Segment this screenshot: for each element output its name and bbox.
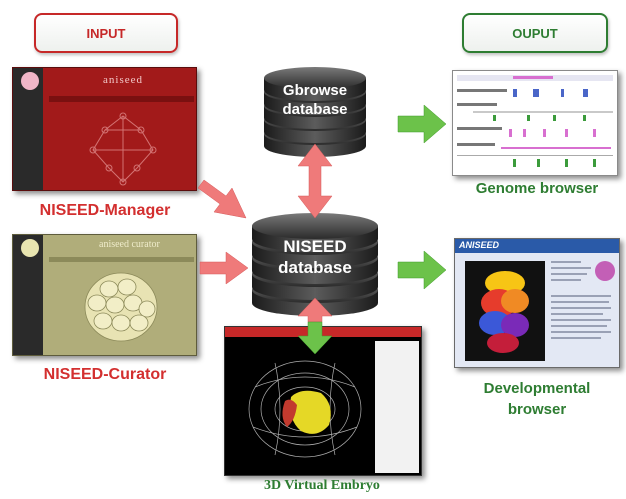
gbrowse-label-2: database xyxy=(282,101,347,118)
embryo-logo-icon xyxy=(21,239,39,257)
input-header: INPUT xyxy=(34,13,178,53)
developmental-browser-caption: Developmental browser xyxy=(483,380,591,418)
gbrowse-database-icon: Gbrowse database xyxy=(264,67,366,157)
niseed-manager-caption: NISEED-Manager xyxy=(39,202,171,219)
embryo-logo-icon xyxy=(21,72,39,90)
arrows-red xyxy=(197,143,333,285)
arrow-curator-to-niseed xyxy=(199,251,249,285)
3d-virtual-embryo-screenshot xyxy=(224,326,422,476)
genome-browser-screenshot xyxy=(452,70,618,176)
curator-brand: aniseed curator xyxy=(99,239,160,250)
arrow-niseed-embryo xyxy=(297,297,333,355)
niseed-database-icon: NISEED database xyxy=(252,213,378,316)
developmental-brand: ANISEED xyxy=(459,240,500,250)
genome-browser-caption: Genome browser xyxy=(475,180,599,197)
gbrowse-label-1: Gbrowse xyxy=(283,82,347,99)
3d-embryo-caption: 3D Virtual Embryo xyxy=(264,478,380,493)
output-header: OUPUT xyxy=(462,13,608,53)
arrow-gbrowse-to-genome xyxy=(397,104,447,144)
developmental-browser-screenshot: ANISEED xyxy=(454,238,620,368)
arrows-green xyxy=(397,104,447,290)
niseed-curator-caption: NISEED-Curator xyxy=(43,366,167,383)
arrow-niseed-to-developmental xyxy=(397,250,447,290)
niseed-curator-screenshot: aniseed curator xyxy=(12,234,197,356)
manager-brand: aniseed xyxy=(103,74,143,86)
arrow-manager-to-niseed xyxy=(197,179,247,219)
niseed-label-2: database xyxy=(278,258,352,277)
niseed-label-1: NISEED xyxy=(283,237,346,256)
arrow-gbrowse-niseed xyxy=(297,143,333,219)
niseed-manager-screenshot: aniseed xyxy=(12,67,197,191)
